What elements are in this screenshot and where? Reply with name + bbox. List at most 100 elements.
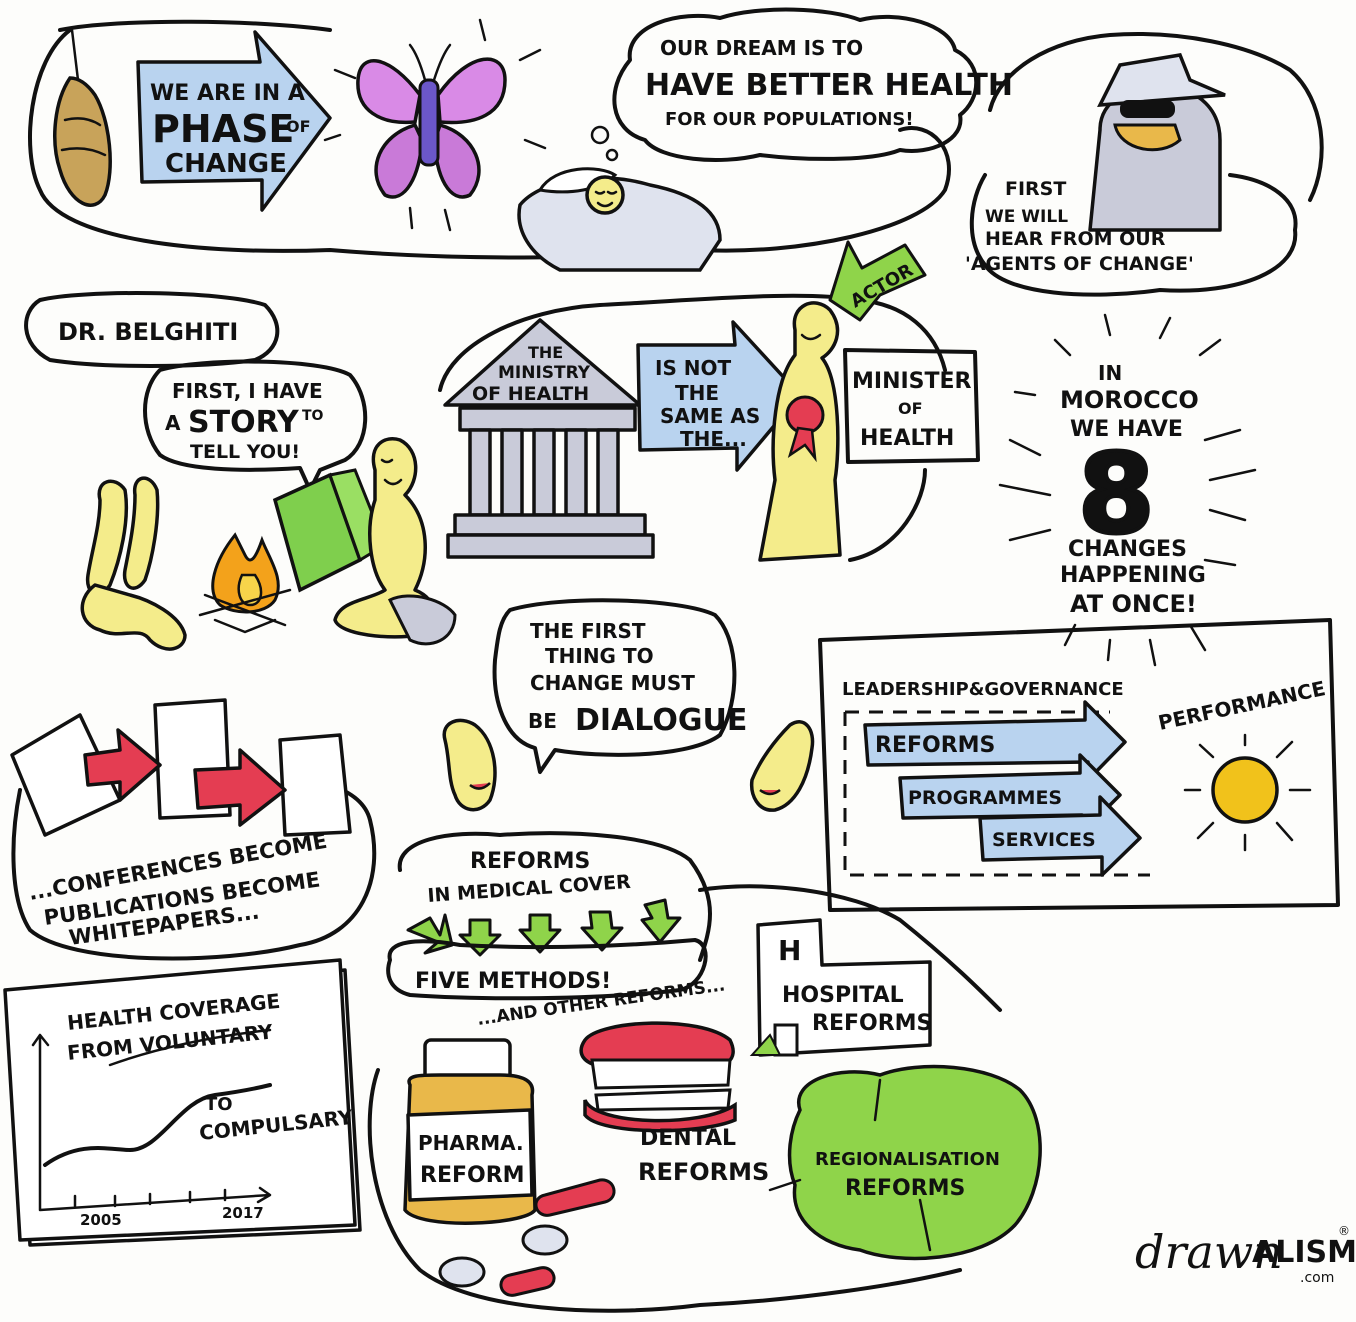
detective-icon xyxy=(1088,53,1226,232)
governance-row-1: PROGRAMMES xyxy=(908,787,1062,809)
minister-line3: HEALTH xyxy=(860,426,954,451)
story-line2: A xyxy=(165,411,181,435)
pharma-line1: PHARMA. xyxy=(418,1131,524,1155)
chart-to1: TO xyxy=(205,1094,233,1115)
dental-line2: REFORMS xyxy=(638,1158,769,1186)
governance-outcome: PERFORMANCE xyxy=(1156,676,1328,735)
hospital-icon: H HOSPITAL REFORMS xyxy=(749,918,932,1057)
dream-line2: HAVE BETTER HEALTH xyxy=(645,68,1013,103)
story-panel: FIRST, I HAVE A STORY TO TELL YOU! xyxy=(80,359,457,651)
not-same-line1: IS NOT xyxy=(655,356,732,380)
minister-line2: OF xyxy=(898,399,923,418)
logo-mark: ® xyxy=(1338,1224,1350,1238)
dialogue-line2: THING TO xyxy=(545,644,654,668)
listeners-icon xyxy=(80,476,187,651)
morocco-line2: MOROCCO xyxy=(1060,386,1199,414)
phase-of-change-panel: WE ARE IN A PHASE OF CHANGE xyxy=(28,18,951,272)
talking-head-right-icon xyxy=(749,720,815,812)
not-same-line4: THE... xyxy=(680,427,747,451)
not-same-arrow-panel: IS NOT THE SAME AS THE... xyxy=(636,320,802,472)
pill-bottle-icon: PHARMA. REFORM xyxy=(403,1038,537,1225)
morocco-line4: CHANGES xyxy=(1068,537,1187,562)
hospital-line1: HOSPITAL xyxy=(782,983,904,1008)
phase-line2: PHASE xyxy=(152,107,294,151)
reforms-methods: FIVE METHODS! xyxy=(415,969,611,994)
reforms-row-arrow xyxy=(863,700,1127,782)
story-line2c: TO xyxy=(302,408,324,424)
story-line1: FIRST, I HAVE xyxy=(172,379,323,403)
talking-head-left-icon xyxy=(442,718,497,812)
agents-line3: HEAR FROM OUR xyxy=(985,228,1166,250)
chart-x-end: 2017 xyxy=(222,1204,264,1222)
dialogue-line3: CHANGE MUST xyxy=(530,671,695,695)
regional-line1: REGIONALISATION xyxy=(815,1149,1000,1170)
phase-line2b: OF xyxy=(286,117,311,136)
storyteller-figure-icon xyxy=(333,437,457,646)
minister-of-health-box: MINISTER OF HEALTH xyxy=(843,348,980,464)
dream-cloud: OUR DREAM IS TO HAVE BETTER HEALTH FOR O… xyxy=(612,7,1013,162)
phase-arrow-shape xyxy=(136,30,332,212)
minister-line1: MINISTER xyxy=(852,369,972,394)
logo-part2: ALISM xyxy=(1252,1235,1356,1270)
reforms-title1: REFORMS xyxy=(470,849,590,874)
dialogue-line1: THE FIRST xyxy=(530,619,646,643)
dream-line3: FOR OUR POPULATIONS! xyxy=(665,109,914,130)
logo-suffix: .com xyxy=(1300,1270,1334,1286)
morocco-number: 8 xyxy=(1078,430,1155,558)
butterfly-icon xyxy=(323,18,547,232)
actor-label: ACTOR xyxy=(828,240,927,322)
dental-line1: DENTAL xyxy=(640,1126,736,1151)
dream-line1: OUR DREAM IS TO xyxy=(660,36,863,60)
dialogue-bubble: THE FIRST THING TO CHANGE MUST BE DIALOG… xyxy=(442,598,815,812)
agents-line2: WE WILL xyxy=(985,207,1068,227)
ministry-line2: MINISTRY xyxy=(498,363,591,383)
phase-line1: WE ARE IN A xyxy=(150,81,305,106)
teeth-icon: DENTAL REFORMS xyxy=(579,1021,769,1186)
red-arrow-2 xyxy=(193,748,287,827)
ministry-line3: OF HEALTH xyxy=(472,383,589,405)
morocco-line1: IN xyxy=(1098,361,1122,385)
campfire-icon xyxy=(198,532,292,634)
story-line2b: STORY xyxy=(188,405,300,440)
phase-line3: CHANGE xyxy=(165,149,287,179)
governance-row-0: REFORMS xyxy=(875,733,995,758)
hospital-letter: H xyxy=(778,934,801,967)
not-same-line3: SAME AS xyxy=(660,404,760,428)
regional-line2: REFORMS xyxy=(845,1176,965,1201)
speaker-bubble: DR. BELGHITI xyxy=(24,291,280,368)
ministry-building-icon: THE MINISTRY OF HEALTH xyxy=(438,293,947,559)
agents-line1: FIRST xyxy=(1005,178,1066,200)
governance-title: LEADERSHIP&GOVERNANCE xyxy=(842,679,1124,700)
agents-of-change-panel: FIRST WE WILL HEAR FROM OUR 'AGENTS OF C… xyxy=(965,32,1324,297)
logo-part1: drawn xyxy=(1135,1225,1283,1279)
morocco-eight-burst: IN MOROCCO WE HAVE 8 CHANGES HAPPENING A… xyxy=(998,313,1257,667)
agents-line4: 'AGENTS OF CHANGE' xyxy=(965,253,1194,275)
speaker-name: DR. BELGHITI xyxy=(58,318,238,346)
governance-panel: LEADERSHIP&GOVERNANCE REFORMS PROGRAMMES… xyxy=(818,618,1340,912)
sun-icon xyxy=(1183,733,1312,852)
drawnalism-logo: drawn ALISM .com ® xyxy=(1135,1224,1356,1286)
morocco-line3: WE HAVE xyxy=(1070,417,1183,442)
services-row-arrow xyxy=(978,795,1142,877)
green-blob-icon: REGIONALISATION REFORMS xyxy=(768,1064,1042,1261)
ministry-line1: THE xyxy=(528,343,563,362)
dialogue-line4b: DIALOGUE xyxy=(575,703,747,738)
minister-figure-icon xyxy=(758,301,927,562)
red-arrow-1 xyxy=(83,728,162,802)
pill-icon xyxy=(438,1178,616,1297)
pharma-line2: REFORM xyxy=(420,1163,525,1188)
dialogue-line4a: BE xyxy=(528,709,557,733)
morocco-line6: AT ONCE! xyxy=(1070,590,1197,618)
coverage-chart: HEALTH COVERAGE FROM VOLUNTARY TO COMPUL… xyxy=(3,958,362,1247)
reforms-title2: IN MEDICAL COVER xyxy=(427,871,632,907)
chart-x-start: 2005 xyxy=(80,1211,122,1229)
conferences-panel: ...CONFERENCES BECOME PUBLICATIONS BECOM… xyxy=(10,698,377,961)
morocco-line5: HAPPENING xyxy=(1060,563,1206,588)
story-line3: TELL YOU! xyxy=(190,441,300,463)
hospital-line2: REFORMS xyxy=(812,1011,932,1036)
cocoon-icon xyxy=(53,28,112,207)
not-same-line2: THE xyxy=(675,381,719,405)
sleeping-person-icon xyxy=(517,125,722,272)
